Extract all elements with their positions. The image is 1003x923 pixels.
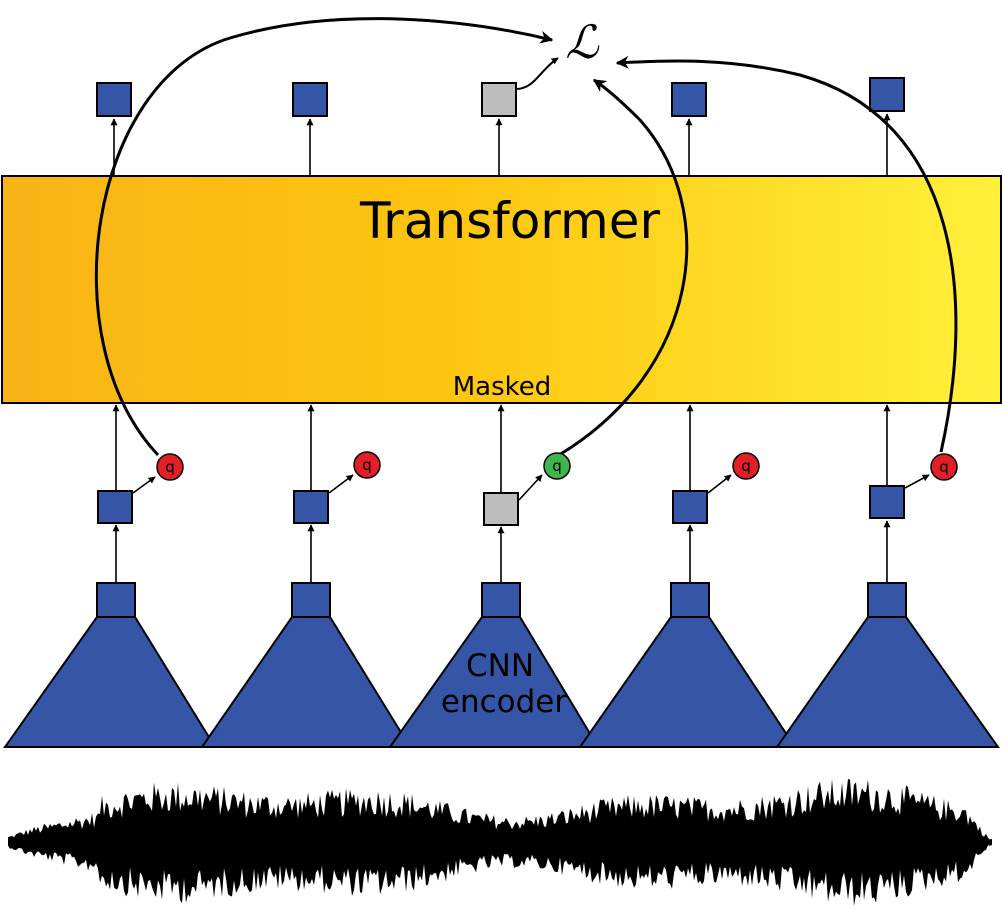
context-square-2 (292, 82, 328, 117)
cnn-encoder-1 (3, 582, 217, 748)
cnn-label-line2: encoder (441, 684, 567, 720)
context-square-5 (869, 77, 905, 112)
transformer-to-context-arrows (110, 113, 891, 176)
arrow-q-3 (518, 474, 543, 501)
context-outputs (96, 77, 905, 117)
cnn-encoder-5 (775, 582, 1000, 748)
latent-to-transformer-arrows (112, 404, 891, 493)
latent-squares (97, 485, 905, 526)
transformer-block: Transformer Masked (1, 175, 1002, 404)
transformer-label: Transformer (359, 192, 660, 250)
transformer-rect (1, 175, 1002, 404)
context-square-1 (96, 82, 132, 117)
quantizer-5: q (930, 453, 958, 481)
quantizer-2-label: q (362, 456, 372, 474)
arrow-q-4 (707, 474, 732, 494)
quantizer-3-label: q (552, 457, 562, 475)
masked-label: Masked (453, 372, 552, 402)
waveform-shape (8, 779, 992, 906)
loss-arrows (94, 17, 958, 457)
arrow-masked-to-loss (516, 57, 559, 90)
latent-square-2 (293, 490, 329, 524)
cnn-encoder-3 (388, 582, 600, 748)
quantizer-2: q (353, 451, 381, 479)
latent-square-4 (672, 490, 708, 524)
quantizer-1: q (156, 453, 184, 481)
latent-square-1 (97, 490, 133, 524)
arrow-q-5 (904, 474, 930, 489)
quantizer-4-label: q (741, 457, 751, 475)
arrow-q-2 (328, 474, 354, 494)
arrow-q3-to-loss (558, 78, 689, 457)
quantizer-1-label: q (165, 458, 175, 476)
encoder-to-latent-arrows (112, 520, 891, 583)
arrow-q5-to-loss (615, 55, 958, 453)
arrow-q-1 (132, 476, 156, 494)
arrow-q1-to-loss (94, 17, 554, 457)
cnn-encoder-4 (578, 582, 797, 748)
cnn-encoder-2 (200, 582, 412, 748)
quantizer-5-label: q (939, 458, 949, 476)
quantizers: q q q q q (156, 451, 958, 481)
loss-symbol: ℒ (565, 15, 599, 69)
latent-square-5 (869, 485, 905, 519)
context-square-4 (671, 82, 707, 117)
latent-to-quantizer-arrows (132, 474, 930, 501)
quantizer-4: q (732, 452, 760, 480)
cnn-label-line1: CNN (466, 648, 534, 684)
latent-square-masked (483, 492, 519, 526)
audio-waveform (8, 779, 992, 906)
context-square-masked (481, 82, 517, 117)
quantizer-3: q (543, 452, 571, 480)
cnn-encoders: CNN encoder (3, 582, 1000, 748)
